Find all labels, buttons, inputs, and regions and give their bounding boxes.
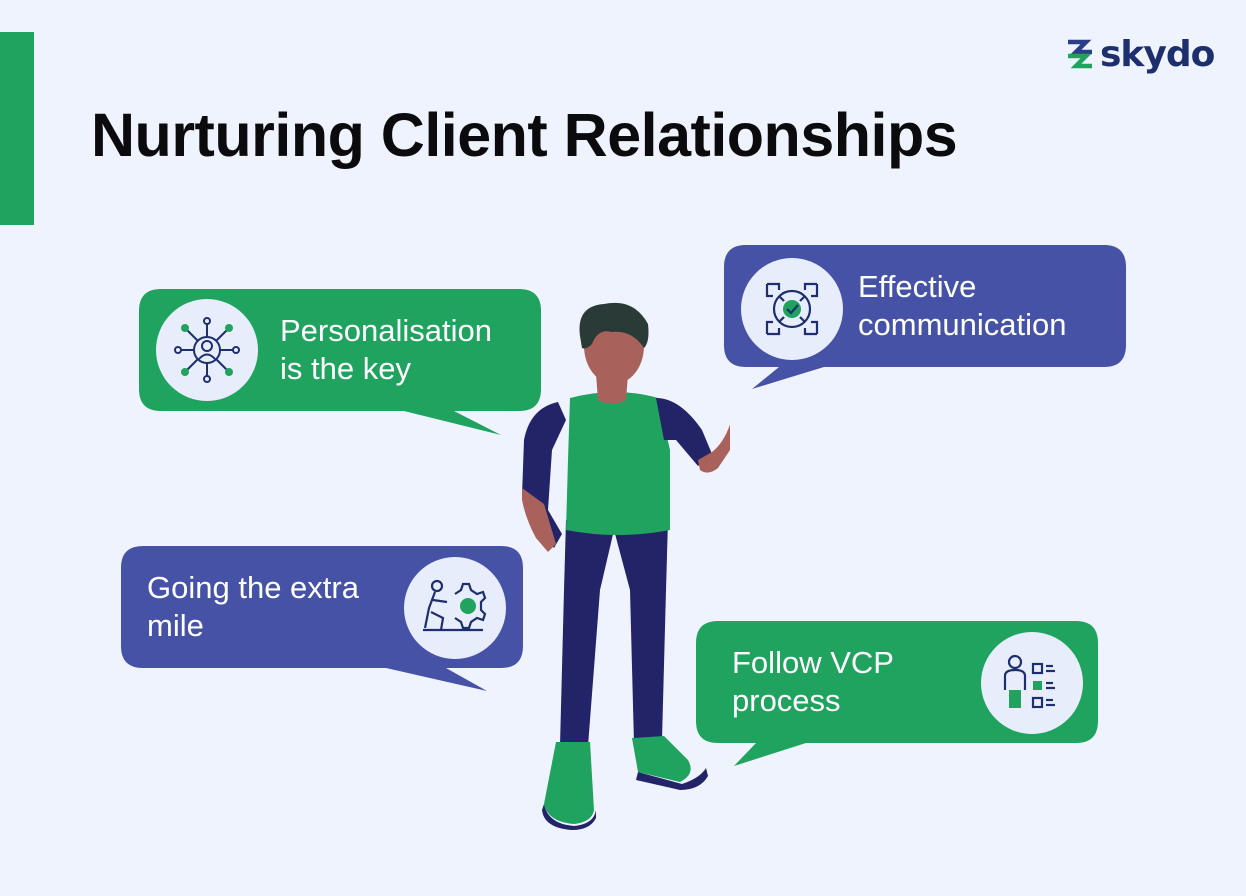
person-checklist-icon [1003, 654, 1055, 709]
bubble-line: Personalisation [280, 313, 492, 348]
personalisation-network-icon [174, 317, 240, 383]
bubble-text-extra-mile: Going the extra mile [147, 569, 359, 645]
bubble-icon-circle [156, 299, 258, 401]
bubble-text-vcp-process: Follow VCP process [732, 644, 894, 720]
brand-name: skydo [1100, 34, 1215, 75]
skydo-mark-icon [1068, 39, 1092, 69]
bubble-line: mile [147, 608, 204, 643]
bubble-icon-circle [404, 557, 506, 659]
bubble-text-communication: Effective communication [858, 268, 1066, 344]
bubble-line: communication [858, 307, 1067, 342]
bubble-communication: Effective communication [724, 245, 1126, 390]
bubble-icon-circle [741, 258, 843, 360]
bubble-line: Going the extra [147, 570, 359, 605]
page-title: Nurturing Client Relationships [91, 101, 958, 169]
bubble-personalisation: Personalisation is the key [139, 289, 541, 436]
pushing-gear-icon [423, 579, 487, 632]
bubble-icon-circle [981, 632, 1083, 734]
bubble-extra-mile: Going the extra mile [121, 546, 523, 692]
bubble-line: process [732, 683, 841, 718]
bubble-line: Follow VCP [732, 645, 894, 680]
bubble-line: Effective [858, 269, 977, 304]
person-illustration [522, 302, 730, 830]
bubble-text-personalisation: Personalisation is the key [280, 312, 492, 388]
brand-logo: skydo [1064, 34, 1215, 76]
communication-target-icon [765, 282, 819, 336]
accent-bar [0, 32, 34, 225]
bubble-line: is the key [280, 351, 411, 386]
bubble-vcp-process: Follow VCP process [696, 621, 1098, 767]
